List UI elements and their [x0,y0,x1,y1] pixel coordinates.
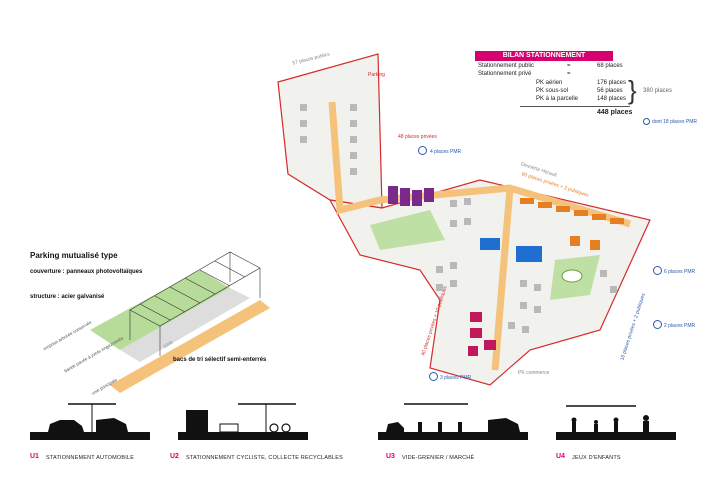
pmr-icon [653,320,662,329]
use-code-u3: U3 [386,453,395,460]
orange-buildings [520,198,624,250]
green-strip [90,270,230,350]
use-text-u1: STATIONNEMENT AUTOMOBILE [46,455,135,461]
bilan-row-value: 68 places [597,63,623,69]
north-parking-label: Parking [368,72,385,78]
south-road [491,187,514,371]
south-commerce-label: PK commerce [518,370,550,376]
use-text-u3: VIDE-GRENIER / MARCHÉ [402,455,475,461]
ground-line [556,432,676,440]
ground-line [378,432,528,440]
playground-scene [566,405,649,432]
bilan-row-op: = [567,71,571,77]
ground-line [178,432,308,440]
bilan-row-value: 148 places [597,96,627,102]
blue-buildings [480,238,542,262]
pmr-top-label: 4 places PMR [430,149,462,155]
green-space [370,210,445,250]
parking-title: Parking mutualisé type [30,251,118,260]
tri-selectif-label: bacs de tri sélectif semi-enterrés [173,357,267,363]
site-boundary-main [328,179,651,386]
pv-canopy [129,251,261,356]
parking-couverture: couverture : panneaux photovoltaïques [30,269,143,275]
bilan-row-label: Stationnement public [478,63,535,69]
bilan-row-op: = [567,63,571,69]
main-road [328,101,632,228]
use-text-u4: JEUX D'ENFANTS [572,455,621,461]
use-code-u1: U1 [30,453,39,460]
private-top-label: 48 places privées [398,134,437,140]
bilan-row-label: Stationnement privé [478,71,532,77]
bilan-row-value: 176 places [597,80,627,86]
green-oval [561,269,583,283]
pmr-east1-label: 6 places PMR [664,269,696,275]
use-code-u4: U4 [556,453,565,460]
pmr-east2-label: 2 places PMR [664,323,696,329]
pmr-icon [643,118,650,125]
bilan-pmr-note: dont 18 places PMR [652,119,698,125]
bike-recycling-scene [186,403,296,433]
bilan-title: BILAN STATIONNEMENT [475,51,613,61]
brace-icon: } [628,75,637,105]
pmr-icon [418,146,427,155]
pmr-icon [653,266,662,275]
houses [300,104,617,333]
parking-axonometry [90,251,270,393]
car-parking-scene [48,403,128,432]
site-boundary-north [277,53,383,209]
ground-line [30,432,150,440]
purple-buildings [388,186,434,206]
bilan-row-label: PK aérien [536,80,563,86]
bilan-total: 448 places [597,109,633,116]
pmr-south-label: 3 places PMR [440,375,472,381]
bilan-divider [520,106,630,107]
road-strip [110,300,270,393]
magenta-buildings [468,312,496,356]
site-plan [277,53,651,386]
bilan-row-label: PK sous-sol [536,88,569,94]
pmr-icon [429,372,438,381]
bilan-row-value: 56 places [597,88,623,94]
bilan-subtotal: 380 places [643,88,673,94]
bilan-row-label: PK à la parcelle [536,96,579,102]
use-text-u2: STATIONNEMENT CYCLISTE, COLLECTE RECYCLA… [186,455,344,461]
gravel-strip [120,288,250,362]
use-code-u2: U2 [170,453,179,460]
parking-structure: structure : acier galvanisé [30,294,105,300]
market-scene [386,403,520,432]
